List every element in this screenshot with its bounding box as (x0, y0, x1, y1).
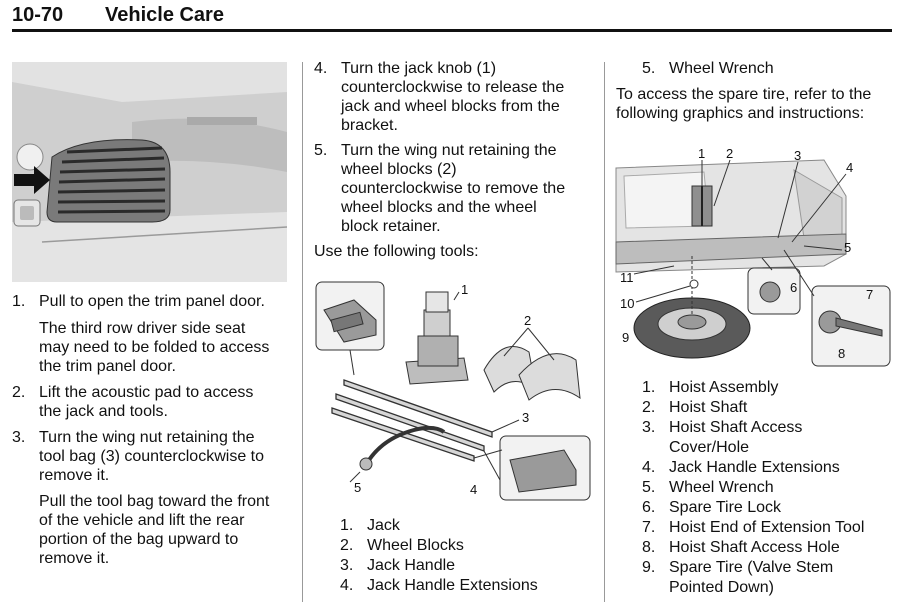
header-rule (12, 29, 892, 32)
trim-panel-figure (12, 62, 287, 282)
callout-5: 5 (354, 480, 361, 495)
callout-4: 4 (846, 160, 853, 175)
callout-1: 1 (698, 146, 705, 161)
callout-5: 5 (844, 240, 851, 255)
callout-6: 6 (790, 280, 797, 295)
callout-11: 11 (620, 270, 634, 285)
callout-2: 2 (524, 313, 531, 328)
callout-3: 3 (794, 148, 801, 163)
spare-tire-intro: To access the spare tire, refer to the f… (616, 86, 872, 122)
callout-10: 10 (620, 296, 634, 311)
column-divider-2 (604, 62, 605, 602)
spare-tire-figure: 1 2 3 4 5 6 7 8 9 10 11 (615, 146, 891, 367)
callout-4: 4 (470, 482, 477, 497)
page-number: 10-70 (12, 4, 64, 26)
jack-tools-figure: 1 2 3 4 5 (315, 281, 591, 501)
wheel-blocks-illustration (483, 346, 581, 401)
callout-1: 1 (461, 282, 468, 297)
callout-8: 8 (838, 346, 845, 361)
tools-intro: Use the following tools: (314, 243, 479, 260)
callout-9: 9 (622, 330, 629, 345)
callout-7: 7 (866, 287, 873, 302)
column-divider-1 (302, 62, 303, 602)
section-title: Vehicle Care (105, 4, 224, 26)
callout-2: 2 (726, 146, 733, 161)
callout-3: 3 (522, 410, 529, 425)
page-header: 10-70 Vehicle Care (12, 4, 892, 30)
jack-illustration (405, 291, 469, 385)
